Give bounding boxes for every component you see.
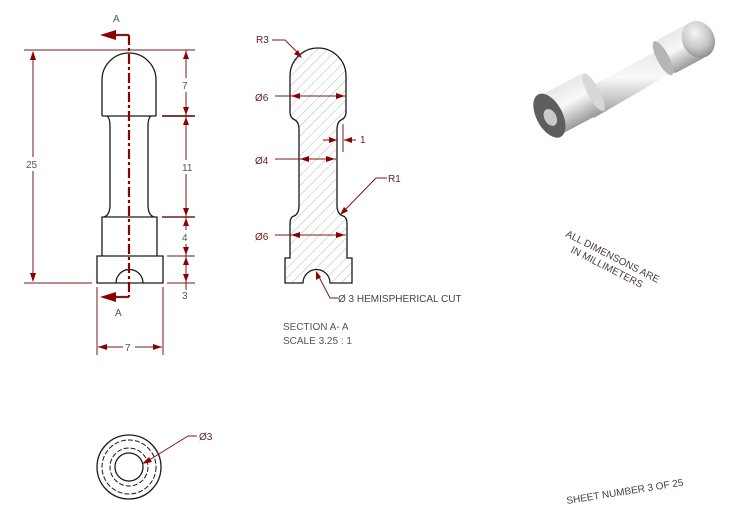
section-label-top: A bbox=[113, 14, 120, 25]
section-view: R3 Ø6 1 Ø4 R1 Ø6 Ø 3 HEMISPHERICAL CUT S… bbox=[255, 35, 462, 347]
notes: ALL DIMENSONS ARE IN MILLIMETERS SHEET N… bbox=[564, 229, 685, 507]
section-outline bbox=[284, 47, 353, 284]
section-label-bottom: A bbox=[115, 308, 122, 319]
sheet-number: SHEET NUMBER 3 OF 25 bbox=[566, 478, 685, 507]
section-scale: SCALE 3.25 : 1 bbox=[283, 336, 352, 347]
collar-hidden-circle bbox=[101, 439, 157, 495]
dim-r1: R1 bbox=[388, 174, 401, 185]
bottom-view: Ø3 bbox=[96, 432, 213, 500]
shank-hidden-circle bbox=[109, 447, 149, 487]
section-arrow-bottom-icon bbox=[100, 292, 116, 302]
dim-collar-height: 4 bbox=[182, 233, 188, 244]
dim-base-width: 7 bbox=[125, 343, 131, 354]
front-view: A A 25 7 11 4 3 bbox=[24, 14, 195, 355]
dim-dia-base: Ø6 bbox=[255, 232, 269, 243]
base-outer-circle bbox=[96, 434, 162, 500]
cut-circle bbox=[114, 452, 144, 482]
isometric-render bbox=[533, 21, 716, 138]
dim-shank-height: 11 bbox=[182, 163, 193, 174]
dim-head-height: 7 bbox=[182, 81, 188, 92]
section-arrow-top-icon bbox=[100, 30, 116, 40]
note-hemispherical-cut: Ø 3 HEMISPHERICAL CUT bbox=[338, 294, 462, 305]
section-title: SECTION A- A bbox=[283, 322, 349, 333]
dim-dia-shank: Ø4 bbox=[255, 156, 269, 167]
dim-dia-head: Ø6 bbox=[255, 93, 269, 104]
dim-step: 1 bbox=[360, 135, 366, 146]
dim-r3: R3 bbox=[256, 35, 269, 46]
dim-overall-height: 25 bbox=[26, 160, 38, 171]
dim-bottom-dia: Ø3 bbox=[199, 432, 213, 443]
dim-base-height: 3 bbox=[182, 291, 188, 302]
